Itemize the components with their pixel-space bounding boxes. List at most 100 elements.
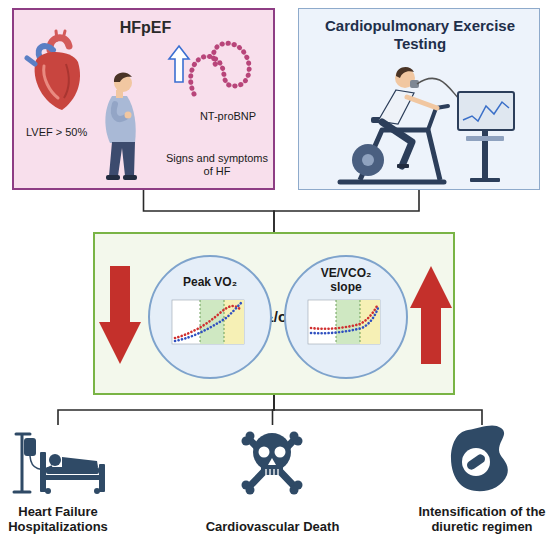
hospital-bed-icon xyxy=(14,434,30,492)
monitor-screen xyxy=(458,92,514,130)
cyclist-figure xyxy=(378,67,460,168)
connector-line xyxy=(58,395,274,425)
circle-outline xyxy=(149,256,271,378)
monitor-screen xyxy=(463,102,509,121)
hospital-bed-icon xyxy=(40,475,105,480)
kidney-pill-icon xyxy=(462,448,490,476)
skull-icon xyxy=(261,460,283,475)
cyclist-figure xyxy=(395,68,415,88)
connector-line xyxy=(274,395,482,425)
hospital-bed-icon xyxy=(45,488,51,494)
skull-icon xyxy=(290,486,299,495)
connector-line xyxy=(144,190,275,232)
increase-arrow xyxy=(169,46,189,82)
skull-icon xyxy=(290,432,299,441)
cyclist-figure xyxy=(410,80,419,88)
heart-illustration xyxy=(35,52,80,110)
connector-line xyxy=(273,395,275,425)
kidney-pill-icon xyxy=(451,425,508,491)
hospital-bed-icon xyxy=(94,488,100,494)
cpet-chart xyxy=(200,300,224,344)
criterion-text: NT-proBNP xyxy=(188,110,268,123)
criterion-text: LVEF > 50% xyxy=(26,126,106,139)
monitor-screen xyxy=(458,92,514,182)
cyclist-figure xyxy=(378,90,414,124)
cyclist-figure xyxy=(417,78,460,100)
increase-arrow xyxy=(169,46,189,82)
skull-icon xyxy=(294,481,303,490)
cyclist-figure xyxy=(382,122,412,166)
peptide-illustration xyxy=(191,43,250,94)
heart-illustration xyxy=(50,38,69,50)
skull-icon xyxy=(253,433,291,471)
patient-figure xyxy=(114,72,132,82)
skull-icon xyxy=(242,481,251,490)
monitor-screen xyxy=(466,136,504,141)
heart-illustration xyxy=(64,64,69,98)
heart-illustration xyxy=(56,31,65,40)
outcome-item: Intensification of the diuretic regimen xyxy=(414,425,550,543)
skull-icon xyxy=(246,432,255,441)
monitor-screen xyxy=(470,178,500,182)
exercise-bike xyxy=(428,106,448,130)
metric-name: VE/VCO₂ slope xyxy=(306,266,386,295)
skull-icon xyxy=(250,440,294,486)
cpet-chart xyxy=(175,306,241,338)
skull-icon xyxy=(246,486,255,495)
increase-arrow xyxy=(410,266,452,364)
decrease-arrow xyxy=(99,266,141,364)
criteria-box: HFpEF LVEF > 50% NT-proBNP Signs and sympto… xyxy=(12,8,275,190)
box-title: HFpEF xyxy=(14,18,277,37)
hospital-bed-icon xyxy=(46,467,99,474)
test-box: Cardiopulmonary Exercise Testing xyxy=(298,8,540,190)
peptide-illustration xyxy=(191,43,250,94)
patient-figure xyxy=(105,96,135,143)
skull-icon xyxy=(268,458,276,465)
outcome-item: Heart Failure Hospitalizations xyxy=(0,425,116,543)
cpet-chart xyxy=(336,300,360,344)
heart-illustration xyxy=(27,58,35,64)
cyclist-figure xyxy=(407,97,437,108)
patient-figure xyxy=(116,90,123,98)
connector-line xyxy=(274,190,419,232)
hospital-bed-icon xyxy=(40,452,46,492)
outcome-item: Cardiovascular Death xyxy=(190,425,355,543)
criterion-text: Signs and symptoms of HF xyxy=(162,152,272,178)
increase-arrow xyxy=(410,266,452,364)
skull-icon xyxy=(242,432,303,495)
hospital-bed-icon xyxy=(62,457,98,467)
skull-icon xyxy=(266,469,278,475)
peptide-illustration xyxy=(191,43,250,94)
cpet-chart xyxy=(172,300,244,344)
exercise-bike xyxy=(362,154,374,166)
heart-illustration xyxy=(39,46,53,58)
patient-figure xyxy=(114,104,127,119)
outcome-text: Heart Failure Hospitalizations xyxy=(0,504,116,535)
hospital-bed-icon xyxy=(24,438,36,456)
hospital-bed-icon xyxy=(99,464,105,492)
cpet-chart xyxy=(224,300,244,344)
patient-figure xyxy=(123,175,137,180)
patient-figure xyxy=(125,112,132,119)
skull-icon xyxy=(294,437,303,446)
circle-outline xyxy=(285,256,407,378)
hospital-bed-icon xyxy=(30,456,52,469)
kidney-pill-icon xyxy=(451,425,508,491)
cpet-chart xyxy=(311,304,378,329)
patient-figure xyxy=(106,175,120,180)
kidney-pill-icon xyxy=(465,453,487,472)
outcome-text: Intensification of the diuretic regimen xyxy=(414,504,550,535)
metric-circle: VE/VCO₂ slope xyxy=(284,255,408,379)
patient-figure xyxy=(114,74,132,92)
exercise-bike xyxy=(340,180,444,185)
exercise-bike xyxy=(371,117,395,123)
exercise-bike xyxy=(360,130,440,180)
cpet-chart xyxy=(175,302,242,341)
hospital-bed-icon xyxy=(14,434,105,494)
patient-figure xyxy=(109,142,135,176)
exercise-bike xyxy=(352,144,384,176)
hospital-bed-icon xyxy=(49,454,61,466)
cyclist-figure xyxy=(396,67,414,78)
cpet-chart xyxy=(172,300,244,344)
